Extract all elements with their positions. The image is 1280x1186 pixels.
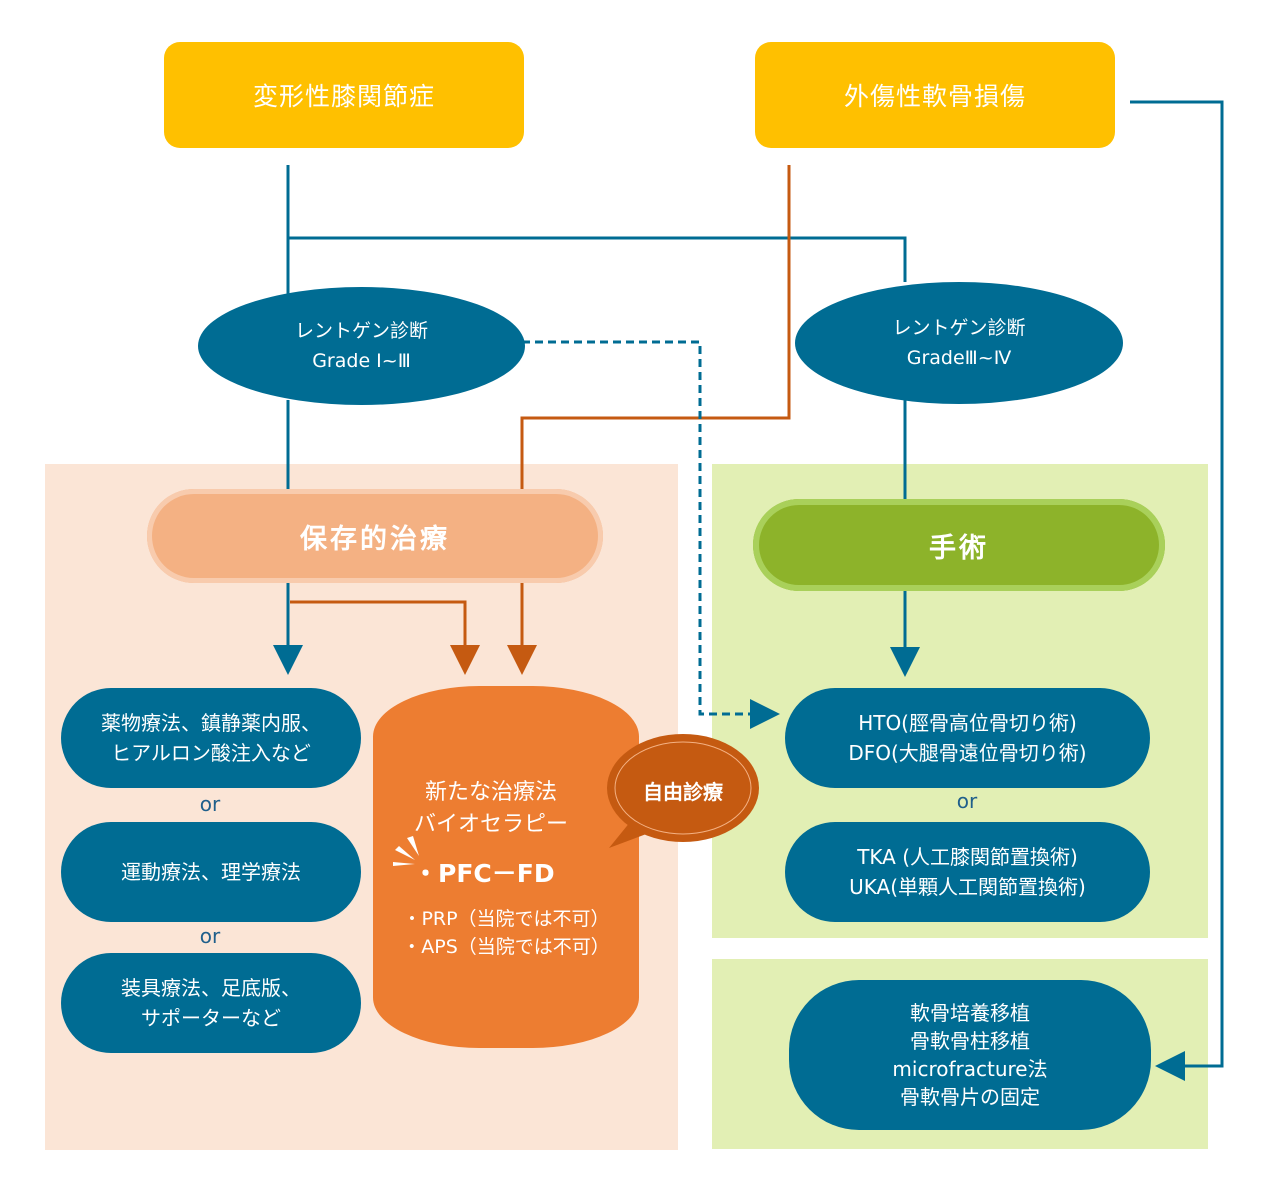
dashed-arrow-to-hto: [522, 340, 780, 729]
cartilage-line: microfracture法: [892, 1057, 1048, 1081]
bio-line1: 新たな治療法: [424, 780, 557, 805]
option-line: 装具療法、足底版、: [121, 976, 301, 1000]
surgery-label: 手術: [929, 532, 989, 564]
oa-label: 変形性膝関節症: [252, 82, 435, 111]
option-line: HTO(脛骨高位骨切り術): [858, 711, 1077, 735]
free-treatment-bubble: [607, 734, 759, 848]
conservative-option-exercise: 運動療法、理学療法: [61, 822, 361, 922]
biotherapy-box: 新たな治療法 バイオセラピー ・PFC－FD ・PRP（当院では不可） ・APS…: [373, 686, 639, 1048]
diagnosis-right-title: レントゲン診断: [892, 317, 1026, 339]
free-treatment-label: 自由診療: [643, 780, 723, 804]
or-label: or: [199, 792, 221, 816]
or-label: or: [956, 789, 978, 813]
conservative-label-pill: 保存的治療: [147, 489, 603, 583]
cartilage-line: 骨軟骨柱移植: [910, 1029, 1030, 1053]
diagnosis-left-title: レントゲン診断: [294, 320, 428, 342]
option-line: ヒアルロン酸注入など: [111, 741, 311, 765]
bio-line2: バイオセラピー: [413, 812, 568, 837]
option-line: TKA (人工膝関節置換術): [857, 845, 1078, 869]
diagnosis-right-grade: GradeⅢ~Ⅳ: [906, 347, 1012, 369]
trauma-box: 外傷性軟骨損傷: [755, 42, 1115, 148]
surgery-label-pill: 手術: [753, 499, 1165, 591]
conservative-label: 保存的治療: [300, 523, 450, 555]
trauma-label: 外傷性軟骨損傷: [843, 82, 1026, 111]
bio-highlight: ・PFC－FD: [413, 859, 555, 888]
diagnosis-left-grade: Grade Ⅰ~Ⅲ: [312, 350, 411, 372]
bio-item-aps: ・APS（当院では不可）: [402, 936, 610, 958]
emphasis-lines-icon: [393, 836, 419, 866]
diagnosis-left: レントゲン診断 Grade Ⅰ~Ⅲ: [198, 287, 525, 405]
option-line: 薬物療法、鎮静薬内服、: [101, 711, 321, 735]
oa-box: 変形性膝関節症: [164, 42, 524, 148]
cartilage-line: 軟骨培養移植: [910, 1001, 1030, 1025]
cartilage-procedures: 軟骨培養移植 骨軟骨柱移植 microfracture法 骨軟骨片の固定: [789, 980, 1151, 1130]
diagnosis-right: レントゲン診断 GradeⅢ~Ⅳ: [795, 282, 1123, 404]
surgery-option-osteotomy: HTO(脛骨高位骨切り術) DFO(大腿骨遠位骨切り術): [785, 688, 1150, 788]
option-line: DFO(大腿骨遠位骨切り術): [848, 741, 1087, 765]
option-line: 運動療法、理学療法: [121, 860, 301, 884]
arrow-trauma-to-cartilage: [1130, 100, 1224, 1081]
or-label: or: [199, 924, 221, 948]
surgery-option-arthroplasty: TKA (人工膝関節置換術) UKA(単顆人工関節置換術): [785, 822, 1150, 922]
bio-item-prp: ・PRP（当院では不可）: [402, 908, 610, 930]
conservative-option-orthotics: 装具療法、足底版、 サポーターなど: [61, 953, 361, 1053]
arrow-conservative-to-bio: [290, 600, 480, 675]
line-oa-to-right-diagnosis: [288, 236, 907, 282]
cartilage-line: 骨軟骨片の固定: [900, 1085, 1040, 1109]
conservative-option-medication: 薬物療法、鎮静薬内服、 ヒアルロン酸注入など: [61, 688, 361, 788]
option-line: UKA(単顆人工関節置換術): [849, 875, 1086, 899]
option-line: サポーターなど: [141, 1006, 281, 1030]
